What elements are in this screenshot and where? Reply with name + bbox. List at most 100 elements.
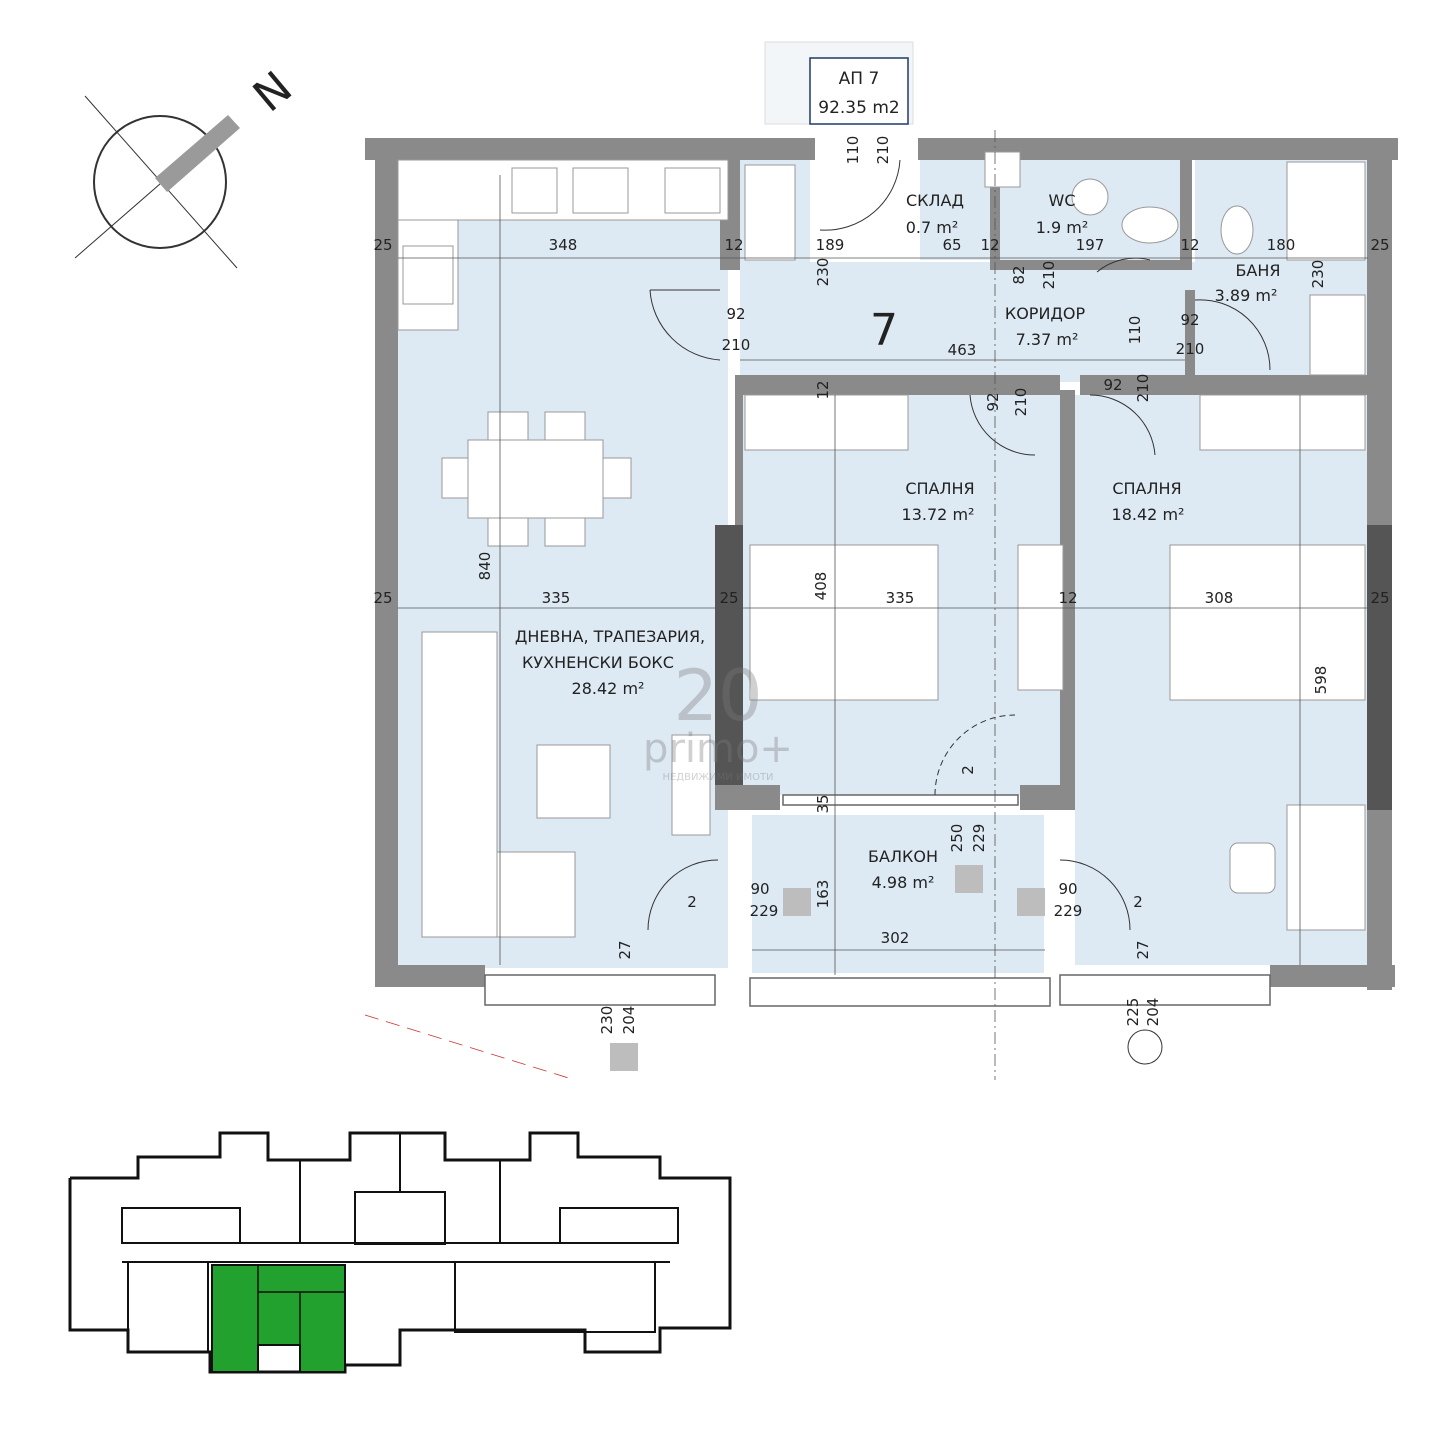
living-name-2: КУХНЕНСКИ БОКС [522,653,674,672]
dim-label: 25 [1370,236,1389,254]
dim-label: 12 [980,236,999,254]
door-balcony-slide [934,714,1016,796]
coffee-table [536,744,611,819]
dim-label: 230 [814,258,832,287]
compass: N [74,62,302,269]
dim-label: 12 [1180,236,1199,254]
dim-label: 210 [1012,388,1030,417]
window-living [484,974,716,1006]
chair [544,517,586,547]
dim-label: 229 [750,902,779,920]
dim-label: 110 [1126,316,1144,345]
dim-label: 92 [984,392,1002,411]
wall-corridor-bed1 [735,375,1060,395]
watermark-brand: primo+ [643,726,793,772]
markers [610,865,1163,1071]
bathroom-name: БАНЯ [1235,261,1280,280]
wall-top-right [918,138,1398,160]
chair [487,517,529,547]
key-plan [68,1131,732,1374]
apartment-area: 92.35 m2 [818,98,899,118]
bath-sink [1309,294,1366,376]
door-wc [1096,257,1151,273]
chair [602,457,632,499]
dim-label: 92 [1180,311,1199,329]
wall-bottom-right [1270,965,1395,987]
bathroom-area: 3.89 m² [1215,286,1278,305]
door-bathroom [1194,299,1271,371]
bedroom2-name: СПАЛНЯ [1112,479,1181,498]
wall-bottom-left [375,965,485,987]
nightstand [1017,544,1064,691]
furniture [397,151,1366,938]
dim-label: 302 [881,929,910,947]
wc-toilet [1121,206,1179,244]
window-balcony [749,977,1051,1007]
dim-label: 229 [970,824,988,853]
keyplan-room [127,1261,209,1353]
watermark-tag: НЕДВИЖИМИ ИМОТИ [662,772,773,783]
sofa [421,631,498,938]
window-bedroom1 [782,794,1019,806]
dim-label: 2 [959,765,977,775]
dim-label: 230 [598,1006,616,1035]
marker-square [955,865,983,893]
dim-label: 2 [687,893,697,911]
balcony-area: 4.98 m² [872,873,935,892]
dim-label: 348 [549,236,578,254]
dim-label: 210 [874,136,892,165]
dim-label: 308 [1205,589,1234,607]
dim-label: 35 [814,794,832,813]
marker-square [1017,888,1045,916]
dim-label: 197 [1076,236,1105,254]
wall-wc-bath [1180,160,1192,270]
dim-label: 90 [750,880,769,898]
dim-label: 250 [948,824,966,853]
dim-label: 27 [616,940,634,959]
dim-label: 110 [844,136,862,165]
keyplan-room [559,1207,679,1244]
apartment-label: АП 7 [839,69,880,89]
corridor-area: 7.37 m² [1016,330,1079,349]
door-bedroom2 [1089,394,1156,456]
sink [511,167,558,214]
walls [365,138,1398,990]
dim-label: 92 [1103,376,1122,394]
dim-label: 335 [542,589,571,607]
windows [484,794,1271,1007]
keyplan-core [354,1191,446,1245]
dim-label: 840 [476,552,494,581]
wall-left [375,160,398,980]
wardrobe1 [744,394,909,451]
door-balcony-left [647,859,719,931]
desk [1286,804,1366,931]
marker-circle [1127,1029,1163,1065]
bathtub [1286,161,1366,261]
apartment-label-box: АП 7 92.35 m2 [764,41,914,125]
wc-sink [1071,178,1109,216]
dim-label: 210 [1176,340,1205,358]
room-labels: СКЛАД 0.7 m² WC 1.9 m² БАНЯ 3.89 m² КОРИ… [515,191,1281,892]
chair [487,411,529,441]
dim-label: 463 [948,341,977,359]
dim-label: 408 [812,572,830,601]
marker-square [783,888,811,916]
sofa-chaise [496,851,576,938]
compass-label: N [244,62,302,122]
door-bedroom1 [969,394,1036,456]
dim-label: 210 [722,336,751,354]
chair [441,457,469,499]
compass-needle [155,115,240,192]
bed1 [749,544,939,701]
stove [402,245,454,305]
wall-bed-divider [1060,390,1075,790]
room-storage [920,160,992,260]
dim-label: 12 [814,380,832,399]
wall-bath-left [1185,290,1195,380]
wall-balcony-right [1020,785,1075,810]
dining-table [467,439,604,519]
shower-storage [744,164,796,261]
living-name-1: ДНЕВНА, ТРАПЕЗАРИЯ, [515,627,705,646]
dim-label: 180 [1267,236,1296,254]
